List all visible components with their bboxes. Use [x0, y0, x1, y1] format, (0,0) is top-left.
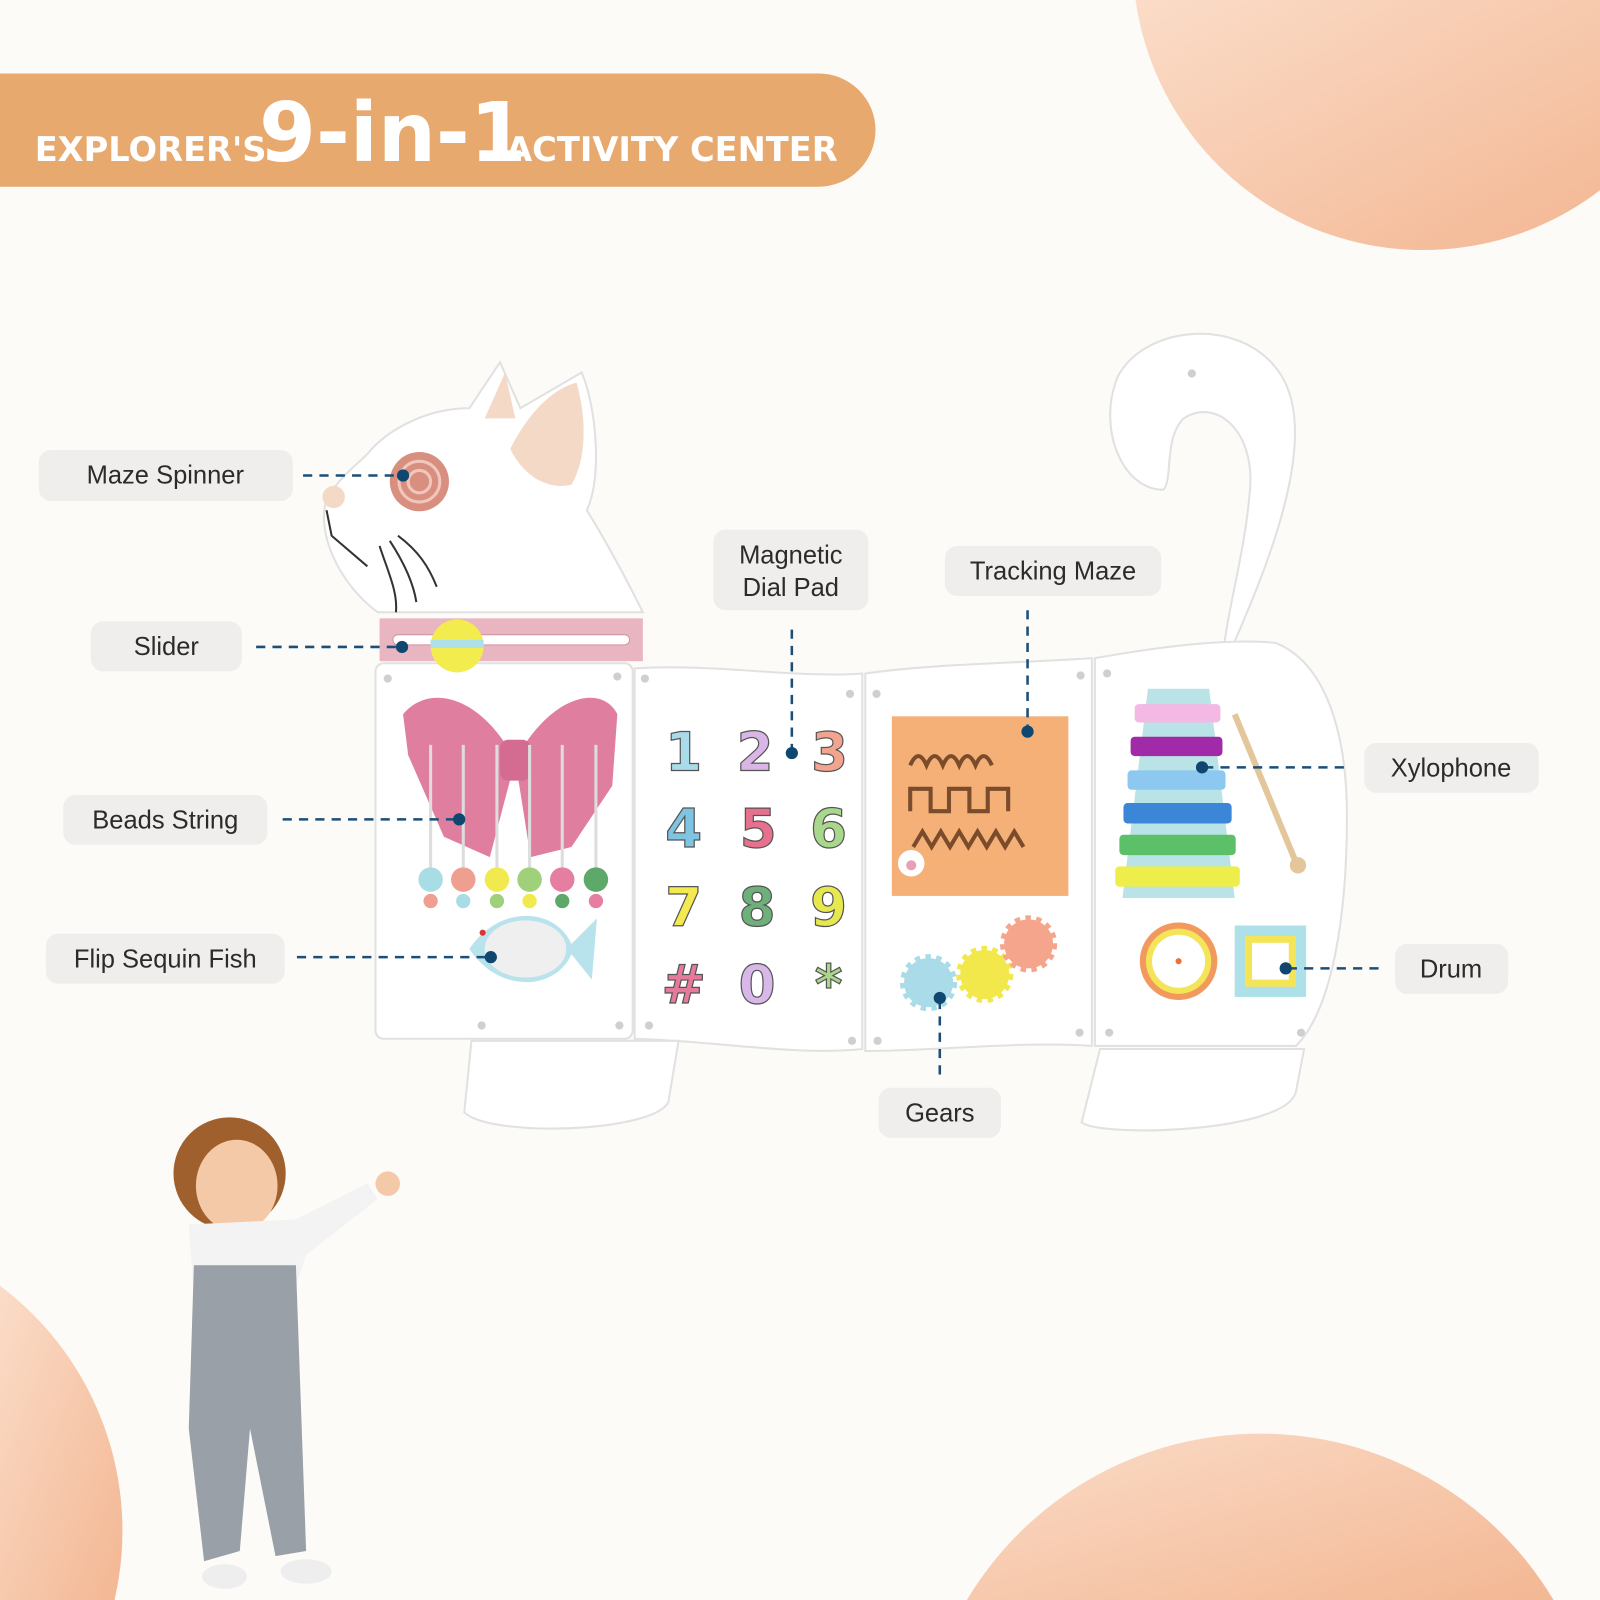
callout-beads-string: Beads String [63, 794, 466, 845]
callout-magnetic-dial-pad: Magnetic Dial Pad [713, 529, 869, 760]
beads-string[interactable] [403, 697, 618, 909]
header-highlight: 9-in-1 [259, 86, 526, 181]
label-magnetic-dial-pad-line1: Magnetic [739, 541, 843, 569]
cat-activity-board: 1 2 3 4 5 6 7 8 9 # 0 * [322, 332, 1348, 1132]
dial-key-1[interactable]: 1 [665, 721, 703, 784]
label-maze-spinner: Maze Spinner [87, 462, 245, 490]
dial-key-8[interactable]: 8 [738, 876, 776, 939]
xylophone[interactable] [1115, 688, 1307, 898]
panel-2 [633, 666, 864, 1052]
header-banner: EXPLORER'S 9-in-1 ACTIVITY CENTER [0, 73, 876, 187]
magnetic-dial-pad[interactable]: 1 2 3 4 5 6 7 8 9 # 0 * [661, 721, 849, 1017]
label-gears: Gears [905, 1099, 974, 1127]
callout-drum: Drum [1279, 943, 1509, 994]
cat-head [322, 360, 645, 614]
dial-key-0[interactable]: 0 [738, 953, 776, 1016]
label-flip-sequin-fish: Flip Sequin Fish [74, 945, 257, 973]
callout-gears: Gears [878, 991, 1002, 1138]
header-prefix: EXPLORER'S [35, 130, 267, 169]
dial-key-9[interactable]: 9 [809, 876, 847, 939]
cat-tail [1109, 332, 1297, 656]
front-legs [463, 1039, 680, 1130]
label-magnetic-dial-pad-line2: Dial Pad [743, 574, 839, 602]
label-tracking-maze: Tracking Maze [970, 558, 1136, 586]
back-legs [1080, 1047, 1306, 1132]
tracking-maze[interactable] [891, 716, 1069, 896]
decor-circle-bottom-left [0, 1285, 123, 1600]
maze-spinner[interactable] [389, 452, 449, 512]
dial-key-hash[interactable]: # [661, 953, 707, 1016]
dial-key-7[interactable]: 7 [665, 876, 703, 939]
dial-key-star[interactable]: * [814, 953, 843, 1016]
drum[interactable] [1139, 922, 1307, 1000]
callout-maze-spinner: Maze Spinner [38, 450, 410, 502]
label-drum: Drum [1420, 956, 1482, 984]
callout-slider: Slider [90, 621, 409, 672]
dial-key-5[interactable]: 5 [739, 797, 777, 860]
child-figure [173, 1117, 400, 1589]
label-beads-string: Beads String [92, 807, 238, 835]
decor-circle-top-right [1135, 0, 1600, 251]
label-xylophone: Xylophone [1391, 755, 1512, 783]
dial-key-2[interactable]: 2 [736, 721, 774, 784]
dial-key-6[interactable]: 6 [809, 797, 847, 860]
callout-xylophone: Xylophone [1195, 742, 1539, 793]
dial-key-4[interactable]: 4 [665, 797, 703, 860]
header-suffix: ACTIVITY CENTER [506, 130, 838, 169]
gears[interactable] [900, 915, 1058, 1012]
decor-circle-bottom-right [966, 1433, 1554, 1600]
flip-sequin-fish[interactable] [469, 915, 597, 983]
slider[interactable] [379, 618, 643, 673]
callout-tracking-maze: Tracking Maze [944, 545, 1162, 738]
dial-key-3[interactable]: 3 [811, 721, 849, 784]
callout-flip-sequin-fish: Flip Sequin Fish [45, 933, 497, 984]
label-slider: Slider [134, 633, 200, 661]
